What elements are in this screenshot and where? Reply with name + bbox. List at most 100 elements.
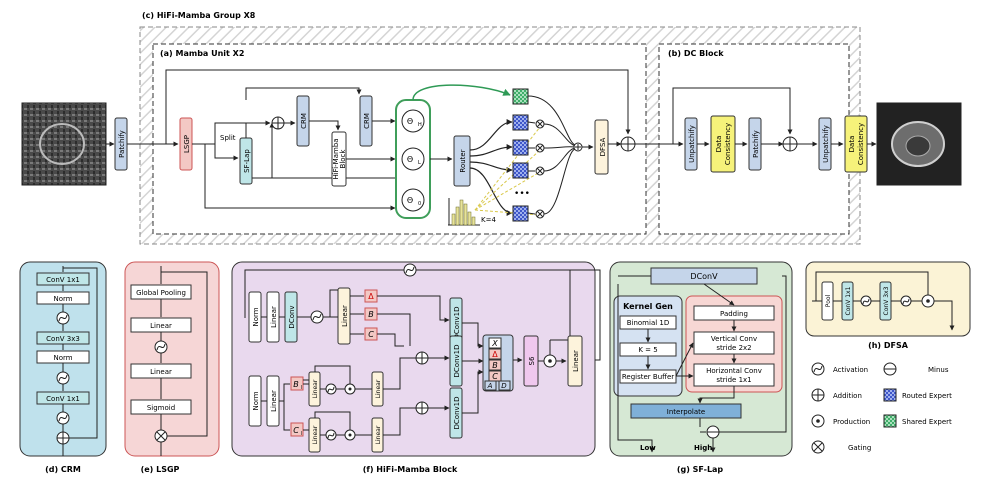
hifi-delta-label: Δ: [368, 292, 374, 301]
sf-lap-label: SF-Lap: [243, 149, 251, 173]
routed-expert-4: [512, 205, 529, 222]
hifi-dconv1d-c-label: DConv1D: [453, 397, 461, 430]
dc-consistency-label-1: Data: [715, 136, 723, 153]
dfsa-conv3-label: ConV 3x3: [883, 286, 890, 315]
lsgp-gp-label: Global Pooling: [136, 289, 186, 297]
legend-minus-label: Minus: [928, 366, 949, 374]
routed-expert-2: [512, 139, 529, 156]
out-consistency-label-2: Consistency: [857, 123, 865, 165]
legend-gating-label: Gating: [848, 444, 871, 452]
legend-shared-label: Shared Expert: [902, 418, 952, 426]
hifi-b-label: B: [368, 310, 374, 319]
routed-expert-1: [512, 114, 529, 131]
theta-h-label: Θ: [407, 117, 413, 126]
theta-l-sub: L: [418, 160, 421, 166]
mri-input-image: [21, 102, 107, 186]
hifi-lin-c1-label: Linear: [312, 425, 319, 444]
interpolate-label: Interpolate: [667, 408, 705, 416]
ssm-d-label: D: [501, 382, 507, 390]
hifi-dconv1d-b-label: DConv1D: [453, 345, 461, 378]
hifi-bl-sub: l: [301, 385, 302, 391]
theta-0-node: [401, 188, 425, 212]
dfsa-conv1-label: ConV 1x1: [845, 286, 852, 315]
sflap-dconv-label: DConV: [690, 272, 718, 281]
theta-l-label: Θ: [407, 155, 413, 164]
hifi-linear-mid-label: Linear: [341, 305, 349, 327]
legend-activation-label: Activation: [833, 366, 868, 374]
legend-routed-icon: [883, 388, 897, 402]
lsgp-linear2-label: Linear: [150, 368, 172, 376]
routed-expert-3: [512, 162, 529, 179]
dc-block-title: (b) DC Block: [668, 49, 724, 58]
theta-h-sub: H: [418, 122, 422, 128]
hifi-lin-c2-label: Linear: [375, 425, 382, 444]
ssm-delta-box: [488, 348, 502, 360]
ssm-a-label: A: [487, 382, 493, 390]
hifi-linear-out-label: Linear: [572, 350, 580, 372]
crm-conv1b-label: ConV 1x1: [46, 395, 80, 403]
gating-nodes: [535, 119, 545, 219]
lsgp-title: (e) LSGP: [141, 465, 180, 474]
k-label: K=4: [481, 216, 496, 224]
dfsa-box: [594, 119, 609, 175]
hifi-cl-sub: l: [301, 431, 302, 437]
ssm-c-label: C: [492, 372, 498, 381]
sflap-title: (g) SF-Lap: [677, 465, 724, 474]
ssm-x-box: [488, 337, 502, 349]
dc-consistency-label-2: Consistency: [724, 123, 732, 165]
dfsa-label: DFSA: [599, 137, 607, 156]
shared-expert: [512, 88, 529, 105]
legend-production-label: Production: [833, 418, 870, 426]
dc-unpatchify-label: Unpatchify: [688, 125, 696, 163]
hifi-norm-bot-label: Norm: [252, 391, 260, 410]
router-histogram: [448, 198, 480, 226]
interpolate-box: [630, 403, 742, 419]
hifi-dconv1d-a-label: DConv1D: [453, 307, 461, 340]
out-unpatchify-label: Unpatchify: [822, 125, 830, 163]
hifi-block-panel: [231, 261, 596, 457]
vconv-label-2: stride 2x2: [716, 344, 751, 352]
hifi-lin-b1-label: Linear: [312, 379, 319, 398]
dc-patchify-label: Patchify: [752, 130, 760, 158]
ssm-b-box: [488, 359, 502, 371]
hifi-block-title: (f) HiFi-Mamba Block: [363, 465, 458, 474]
hifi-block-label-1: HiFi-Mamba: [332, 138, 340, 179]
hifi-cl-label: C: [293, 426, 299, 435]
theta-h-node: [401, 109, 425, 133]
vconv-label-1: Vertical Conv: [711, 335, 757, 343]
hifi-c-label: C: [368, 330, 374, 339]
k5-label: K = 5: [638, 346, 657, 354]
low-label: Low: [640, 444, 656, 452]
theta-0-label: Θ: [407, 196, 413, 205]
high-label: High: [694, 444, 712, 452]
crm-conv3-label: ConV 3x3: [46, 335, 80, 343]
out-consistency-label-1: Data: [848, 136, 856, 153]
kernel-gen-label: Kernel Gen: [623, 302, 673, 311]
padding-label: Padding: [720, 310, 748, 318]
register-buffer-label: Register Buffer: [622, 373, 674, 381]
theta-0-sub: 0: [418, 201, 421, 207]
theta-l-node: [401, 147, 425, 171]
legend-routed-label: Routed Expert: [902, 392, 952, 400]
mamba-unit-title: (a) Mamba Unit X2: [160, 49, 244, 58]
experts-ellipsis: •••: [514, 189, 530, 199]
lsgp-label: LSGP: [183, 135, 191, 153]
ssm-delta-label: Δ: [492, 350, 498, 359]
hifi-lin-b2-label: Linear: [375, 379, 382, 398]
crm-norm2-label: Norm: [53, 354, 72, 362]
crm-conv1-label: ConV 1x1: [46, 276, 80, 284]
hifi-norm-top-label: Norm: [252, 307, 260, 326]
crm-norm1-label: Norm: [53, 295, 72, 303]
router-label: Router: [459, 149, 467, 172]
dfsa-title: (h) DFSA: [868, 341, 909, 350]
ssm-b-label: B: [492, 361, 498, 370]
legend: Activation Minus Addition Routed Expert …: [811, 362, 952, 454]
binomial-label: Binomial 1D: [627, 319, 670, 327]
crm-title: (d) CRM: [45, 465, 81, 474]
group-title: (c) HiFi-Mamba Group X8: [142, 11, 256, 20]
s6-label: S6: [528, 356, 536, 365]
router-box: [453, 135, 471, 187]
patchify-label: Patchify: [118, 130, 126, 158]
lsgp-sigmoid-label: Sigmoid: [147, 404, 175, 412]
hifi-bl-label: B: [293, 380, 299, 389]
